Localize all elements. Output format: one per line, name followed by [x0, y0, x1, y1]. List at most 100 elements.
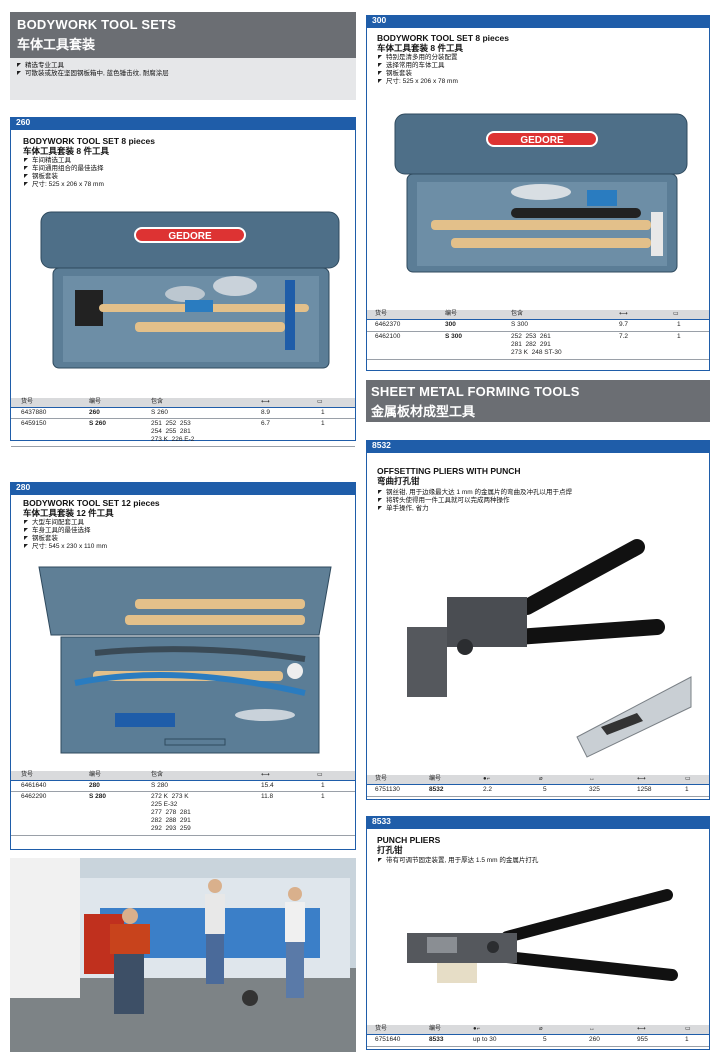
cell-qty: 1 [685, 786, 689, 793]
section-intro-bodywork: 精选专业工具 可散装或放在坚固钢板箱中, 蓝色锤击纹, 耐腐涂层 [10, 58, 356, 100]
product-bullets: 车间精选工具 车间通用组合的最佳选择 钢板套装 尺寸: 525 x 206 x … [23, 157, 104, 189]
section-header-sheet-metal: SHEET METAL FORMING TOOLS 金属板材成型工具 [366, 380, 710, 422]
intro-bullet: 可散装或放在坚固钢板箱中, 蓝色锤击纹, 耐腐涂层 [16, 70, 169, 78]
product-code: 8532 [372, 440, 391, 450]
product-bullet: 尺寸: 525 x 206 x 78 mm [377, 78, 458, 86]
product-title-en: BODYWORK TOOL SET 8 pieces [377, 33, 509, 43]
cell-length: 260 [589, 1036, 600, 1043]
weight-icon: ⟷ [619, 311, 628, 317]
cell-no: S 300 [445, 333, 462, 340]
col-no-header: 编号 [89, 772, 102, 778]
table-header: 货号 编号 包含 ⟷ ▭ [11, 398, 355, 408]
table-row: 6462290 S 280 272 K 273 K 225 E-32 277 2… [11, 792, 355, 836]
cell-art: 6751640 [375, 1036, 401, 1043]
product-bullet: 车间精选工具 [23, 157, 104, 165]
product-code: 300 [372, 15, 387, 25]
cell-art: 6751130 [375, 786, 400, 793]
weight-icon: ⟷ [637, 776, 646, 782]
product-title-en: PUNCH PLIERS [377, 835, 441, 845]
product-bullet: 钢板套装 [377, 70, 458, 78]
intro-bullet: 精选专业工具 [16, 62, 169, 70]
table-row: 6461640 280 S 280 15.4 1 [11, 781, 355, 792]
product-table-300: 货号 编号 包含 ⟷ ▭ 6462370 300 S 300 9.7 1 646… [367, 310, 709, 360]
product-title-en: BODYWORK TOOL SET 12 pieces [23, 498, 160, 508]
product-code: 280 [16, 482, 31, 492]
product-bullet: 钢丝钳, 用于边缘最大达 1 mm 的金属片的弯曲及冲孔以用于点焊 [377, 489, 697, 497]
box-brand-label: GEDORE [168, 231, 212, 242]
intro-bullets: 精选专业工具 可散装或放在坚固钢板箱中, 蓝色锤击纹, 耐腐涂层 [16, 62, 169, 78]
cell-art: 6462100 [375, 333, 401, 340]
table-row: 6462370 300 S 300 9.7 1 [367, 320, 709, 332]
cell-thickness: up to 30 [473, 1036, 497, 1043]
box-brand-label: GEDORE [520, 135, 564, 146]
product-bullets: 钢丝钳, 用于边缘最大达 1 mm 的金属片的弯曲及冲孔以用于点焊 将转头使得用… [377, 489, 697, 513]
cell-weight: 1258 [637, 786, 652, 793]
section-title-zh: 车体工具套装 [17, 37, 96, 52]
box-icon: ▭ [317, 772, 323, 778]
product-bar-280: 280 [10, 482, 356, 494]
cell-qty: 1 [685, 1036, 689, 1043]
product-bar-8533: 8533 [366, 816, 710, 828]
diameter-icon: ⌀ [539, 1026, 543, 1032]
cell-no: 260 [89, 409, 100, 416]
product-bullets: 特别是清多用的分装配置 选择常用的车体工具 钢板套装 尺寸: 525 x 206… [377, 54, 458, 86]
col-contains-header: 包含 [151, 399, 164, 405]
cell-thickness: 2.2 [483, 786, 493, 793]
cell-no: S 280 [89, 793, 106, 800]
cell-qty: 1 [321, 793, 325, 800]
cell-weight: 6.7 [261, 420, 271, 427]
box-icon: ▭ [685, 1026, 691, 1032]
cell-qty: 1 [321, 420, 325, 427]
cell-contains: S 260 [151, 409, 168, 416]
product-bullet: 特别是清多用的分装配置 [377, 54, 458, 62]
cell-contains: S 300 [511, 321, 528, 328]
product-bullet: 带有可调节固定装置, 用于厚达 1.5 mm 的金属片打孔 [377, 857, 697, 865]
product-bullet: 尺寸: 525 x 206 x 78 mm [23, 181, 104, 189]
col-contains-header: 包含 [511, 311, 524, 317]
cell-weight: 955 [637, 1036, 648, 1043]
cell-art: 6462290 [21, 793, 47, 800]
product-panel-8533: PUNCH PLIERS 打孔钳 带有可调节固定装置, 用于厚达 1.5 mm … [366, 828, 710, 1050]
cell-qty: 1 [677, 333, 681, 340]
product-bullet: 尺寸: 545 x 230 x 110 mm [23, 543, 107, 551]
offsetting-pliers-image [407, 539, 692, 758]
cell-no: 280 [89, 782, 100, 789]
product-title-en: OFFSETTING PLIERS WITH PUNCH [377, 466, 521, 476]
product-bullets: 大型车间配套工具 车身工具的最佳选择 钢板套装 尺寸: 545 x 230 x … [23, 519, 107, 551]
cell-contains: 251 252 253 254 255 281 273 K 226 E-2 [151, 420, 195, 443]
table-header: 货号 编号 包含 ⟷ ▭ [11, 771, 355, 781]
product-title-en: BODYWORK TOOL SET 8 pieces [23, 136, 155, 146]
product-bullet: 将转头使得用一件工具就可以完成两种操作 [377, 497, 697, 505]
table-row: 6751130 8532 2.2 5 325 1258 1 [367, 785, 709, 797]
product-bullet: 单手操作, 省力 [377, 505, 697, 513]
cell-art: 6437880 [21, 409, 47, 416]
section-title-zh: 金属板材成型工具 [371, 404, 476, 419]
product-bullet: 车间通用组合的最佳选择 [23, 165, 104, 173]
product-table-280: 货号 编号 包含 ⟷ ▭ 6461640 280 S 280 15.4 1 64… [11, 771, 355, 836]
cell-length: 325 [589, 786, 600, 793]
cell-no: 300 [445, 321, 456, 328]
cell-qty: 1 [677, 321, 681, 328]
length-icon: ↔ [589, 776, 595, 782]
table-header: 货号 编号 包含 ⟷ ▭ [367, 310, 709, 320]
table-row: 6751640 8533 up to 30 5 260 955 1 [367, 1035, 709, 1047]
product-code: 8533 [372, 816, 391, 826]
col-no-header: 编号 [429, 776, 442, 782]
diameter-icon: ⌀ [539, 776, 543, 782]
product-bullet: 钢板套装 [23, 535, 107, 543]
product-panel-8532: OFFSETTING PLIERS WITH PUNCH 弯曲打孔钳 钢丝钳, … [366, 452, 710, 800]
table-row: 6437880 260 S 260 8.9 1 [11, 408, 355, 419]
product-bullets: 带有可调节固定装置, 用于厚达 1.5 mm 的金属片打孔 [377, 857, 697, 865]
thickness-icon: ●⌐ [473, 1026, 481, 1032]
cell-art: 6462370 [375, 321, 401, 328]
cell-weight: 9.7 [619, 321, 629, 328]
section-header-bodywork: BODYWORK TOOL SETS 车体工具套装 [10, 12, 356, 58]
cell-weight: 7.2 [619, 333, 629, 340]
product-code: 260 [16, 117, 31, 127]
cell-contains: 252 253 261 281 282 291 273 K 248 ST-30 [511, 333, 562, 356]
table-header: 货号 编号 ●⌐ ⌀ ↔ ⟷ ▭ [367, 1025, 709, 1035]
table-row: 6459150 S 260 251 252 253 254 255 281 27… [11, 419, 355, 447]
product-table-8532: 货号 编号 ●⌐ ⌀ ↔ ⟷ ▭ 6751130 8532 2.2 5 325 … [367, 775, 709, 797]
weight-icon: ⟷ [261, 772, 270, 778]
cell-weight: 15.4 [261, 782, 274, 789]
